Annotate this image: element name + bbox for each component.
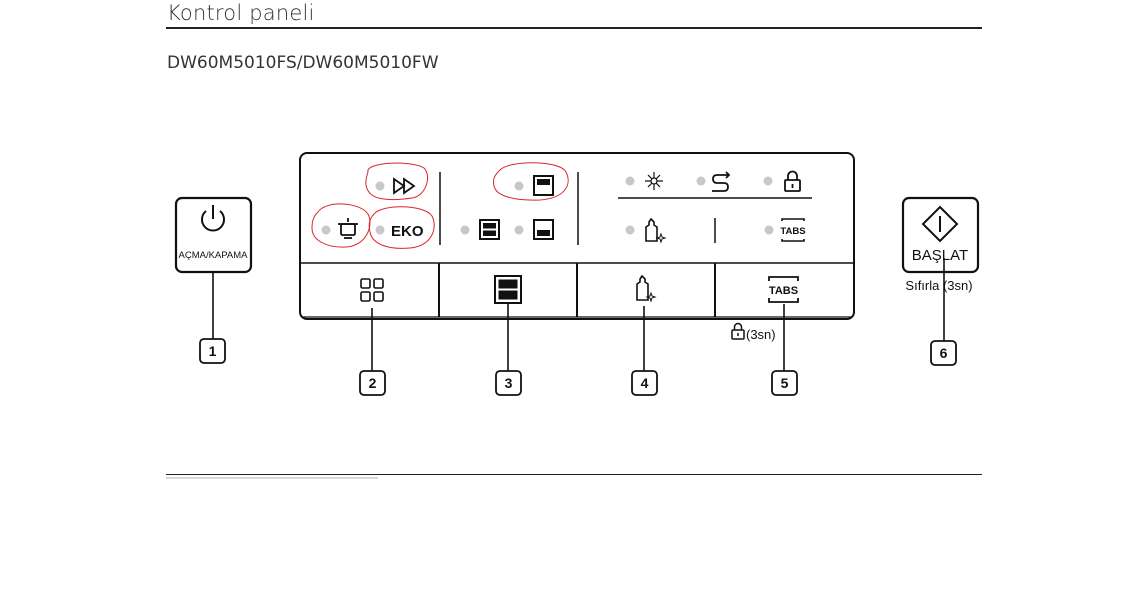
indicator-leds [321,176,774,235]
tabs-button-label: TABS [769,285,798,297]
callout-5-label: 5 [781,375,789,391]
intensive-pot-icon [338,218,358,239]
callout-2-label: 2 [369,375,377,391]
callout-3: 3 [495,370,522,396]
program-grid-icon [360,278,384,302]
footer-divider [166,474,982,475]
tabs-button-icon: TABS [768,276,799,303]
eco-indicator-label: EKO [391,223,424,240]
tabs-indicator-icon: TABS [780,218,806,242]
title-divider [166,27,982,29]
upper-rack-icon [533,175,554,196]
half-load-icon [494,275,522,304]
power-button-label: AÇMA/KAPAMA [179,250,249,261]
callout-5: 5 [771,370,798,396]
tabs-lock-hint-label: (3sn) [746,327,776,342]
start-reset-hint: Sıfırla (3sn) [905,278,972,293]
both-racks-icon [479,219,500,240]
express-icon [393,177,416,195]
lock-icon [731,322,745,340]
tabs-indicator-label: TABS [780,226,805,237]
callout-4-label: 4 [641,375,649,391]
callout-6: 6 [930,340,957,366]
highlight-annotations [311,162,569,249]
program-button[interactable] [302,265,438,316]
model-number: DW60M5010FS/DW60M5010FW [167,53,439,73]
power-icon [201,205,225,232]
section-title: Kontrol paneli [167,1,315,25]
footer-divider-shadow [166,477,378,479]
callout-6-label: 6 [940,345,948,361]
rinse-aid-button[interactable] [578,265,714,316]
leader-lines [212,258,945,371]
main-panel [299,152,855,320]
callout-1-label: 1 [209,343,217,359]
callout-2: 2 [359,370,386,396]
callout-3-label: 3 [505,375,513,391]
rinse-aid-icon [636,274,657,303]
callout-1: 1 [199,338,226,364]
start-button[interactable]: BAŞLAT [901,196,980,274]
start-diamond-icon [921,205,959,243]
salt-refill-icon [712,171,731,192]
lower-rack-icon [533,219,554,240]
sparkle-icon [645,172,663,190]
child-lock-icon [784,170,801,192]
callout-4: 4 [631,370,658,396]
rinse-aid-indicator-icon [645,217,667,244]
tabs-button[interactable]: TABS [716,265,852,316]
tabs-lock-hint: (3sn) [731,322,776,342]
start-button-label: BAŞLAT [912,247,968,264]
power-button[interactable]: AÇMA/KAPAMA [174,196,253,274]
